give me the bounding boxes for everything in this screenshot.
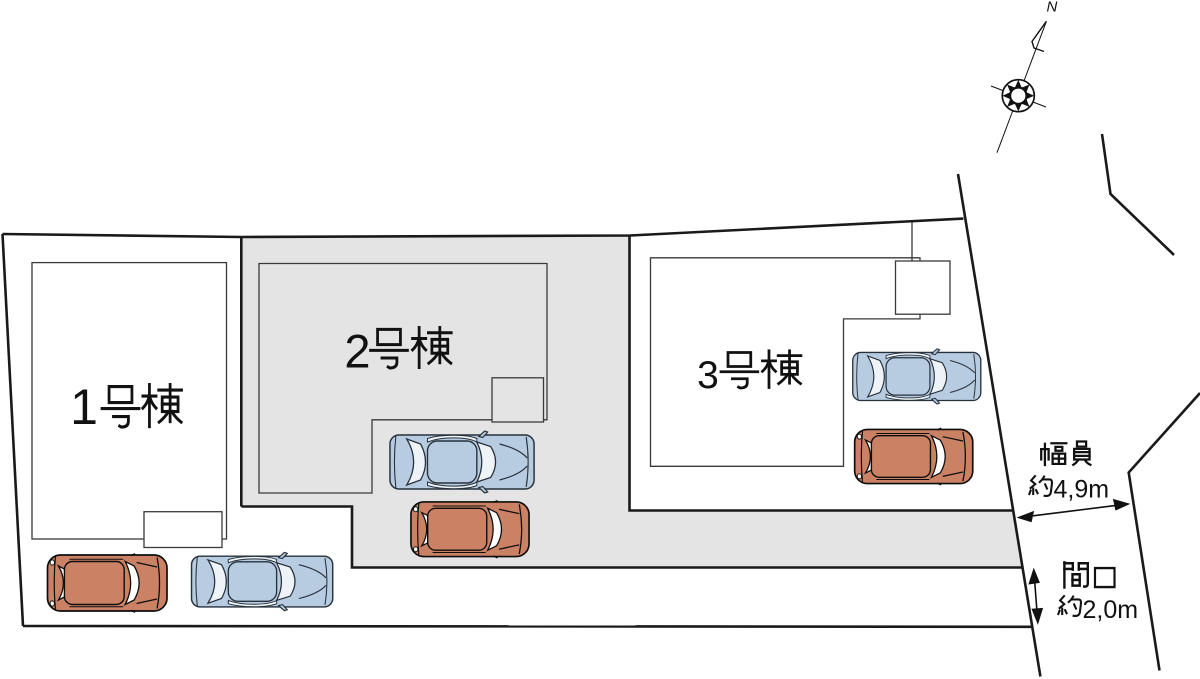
- svg-text:3: 3: [697, 354, 719, 397]
- svg-text:2: 2: [344, 325, 370, 378]
- svg-text:N: N: [1047, 0, 1058, 16]
- svg-text:2,0m: 2,0m: [1083, 596, 1139, 624]
- svg-text:4,9m: 4,9m: [1054, 476, 1110, 504]
- svg-text:1: 1: [70, 379, 98, 435]
